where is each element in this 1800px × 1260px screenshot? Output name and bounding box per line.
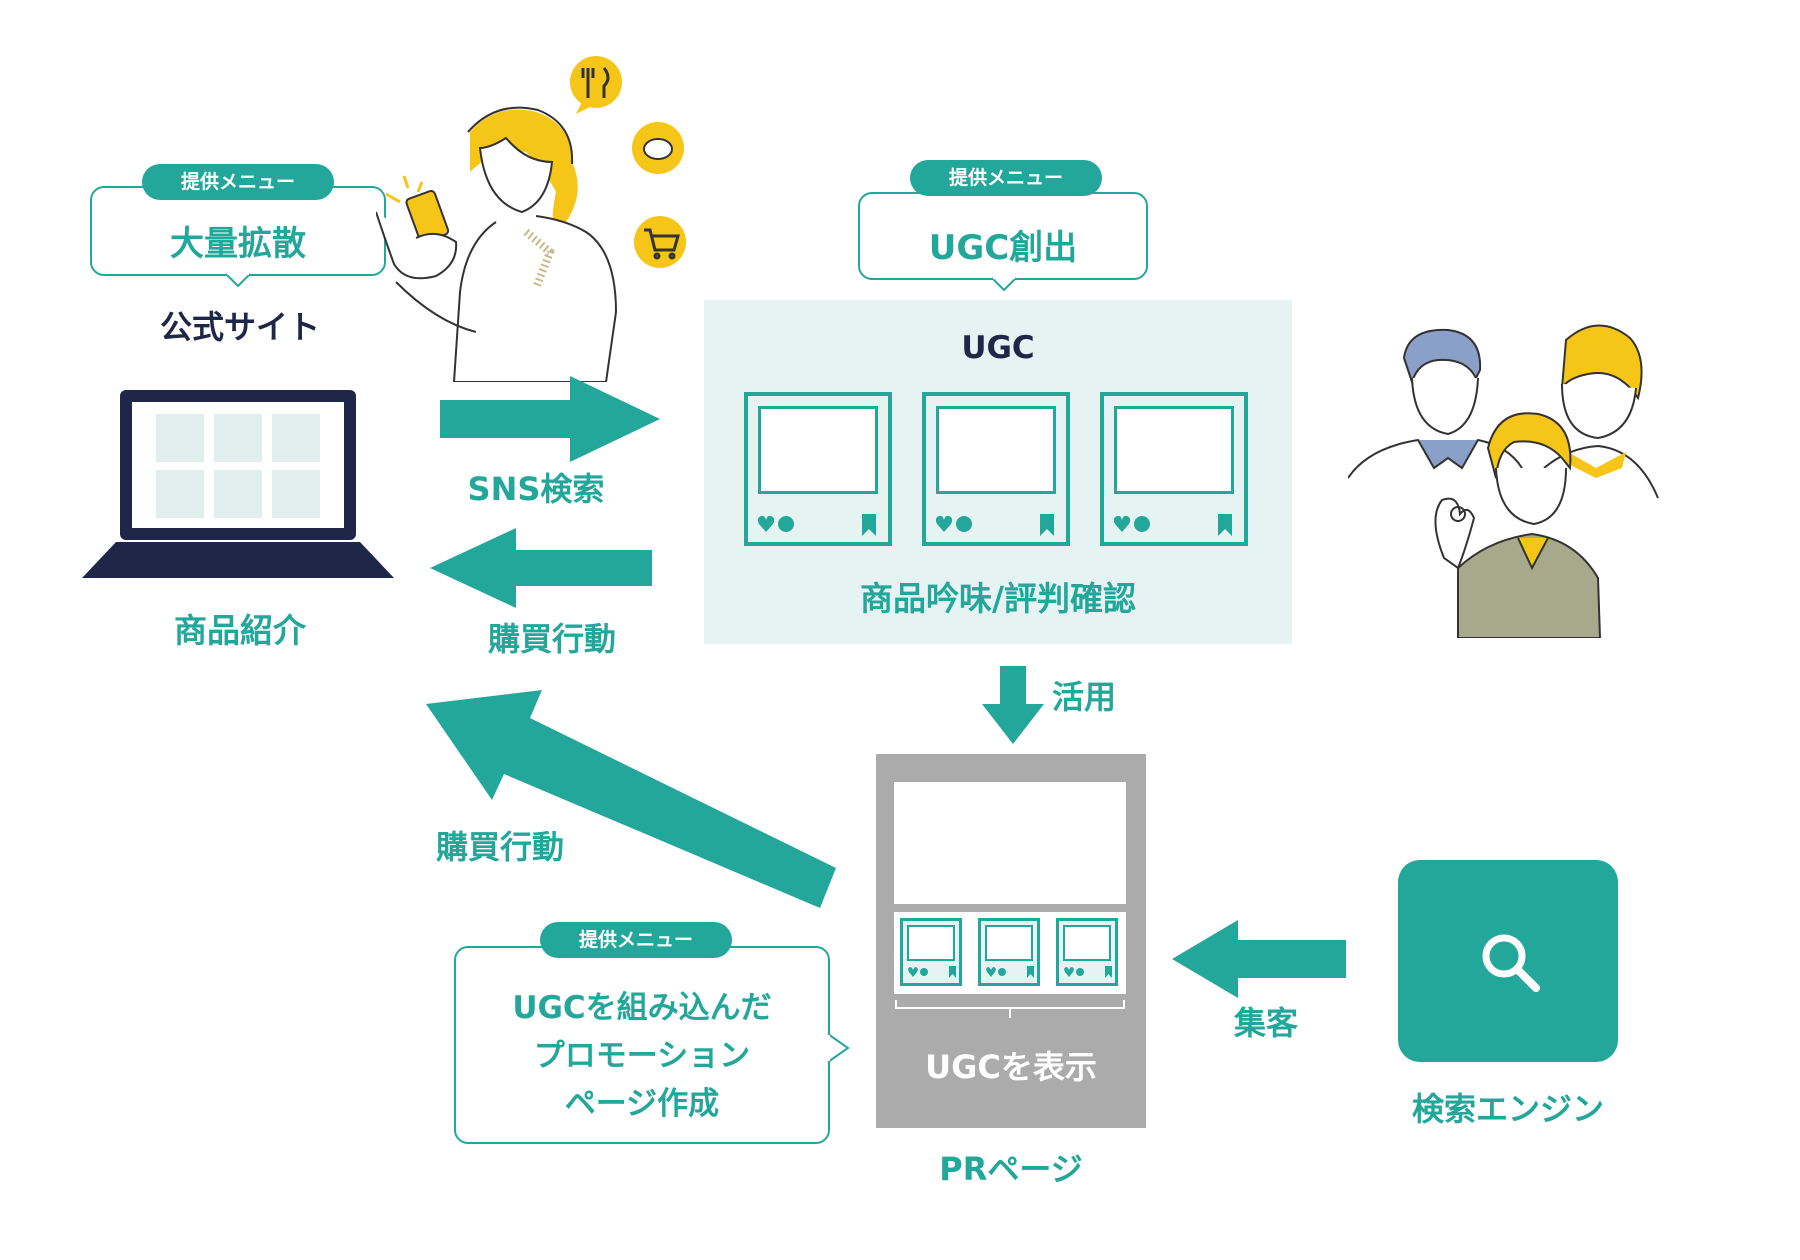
laptop-icon <box>82 390 394 578</box>
comment-icon <box>920 968 928 976</box>
callout-left-tail <box>226 272 250 288</box>
utilize-label: 活用 <box>1052 678 1117 716</box>
comment-icon <box>1076 968 1084 976</box>
callout-top-tail <box>992 276 1016 292</box>
ugc-panel-caption: 商品吟味/評判確認 <box>859 579 1137 618</box>
callout-left-badge: 提供メニュー <box>142 164 334 200</box>
pr-ugc-card-icons <box>908 966 956 978</box>
piggy-bank-icon <box>643 138 673 160</box>
cart-icon <box>644 228 680 260</box>
ugc-card-1 <box>744 392 892 546</box>
heart-icon <box>1113 515 1131 532</box>
heart-icon <box>935 515 953 532</box>
ugc-panel-title: UGC <box>961 330 1035 366</box>
pr-page-mockup: UGCを表示 <box>876 754 1146 1128</box>
bookmark-icon <box>1027 966 1034 978</box>
pr-ugc-card-icons <box>986 966 1034 978</box>
bookmark-icon <box>949 966 956 978</box>
callout-promo-line1: UGCを組み込んだ <box>512 990 772 1026</box>
callout-mass-diffusion-title: 大量拡散 <box>170 224 306 264</box>
arrow-utilize <box>982 666 1044 744</box>
ugc-card-image <box>936 406 1056 494</box>
bookmark-icon <box>1105 966 1112 978</box>
pr-ugc-card-image <box>1063 925 1111 961</box>
callout-top-badge: 提供メニュー <box>910 160 1102 196</box>
pr-ugc-card-image <box>907 925 955 961</box>
comment-icon <box>778 516 794 532</box>
callout-promo-page: UGCを組み込んだ プロモーション ページ作成 <box>454 946 830 1144</box>
people-illustration <box>1348 324 1659 638</box>
ugc-card-icons <box>757 514 876 536</box>
woman-smartphone-illustration <box>376 56 686 382</box>
heart-icon <box>1064 967 1074 977</box>
ugc-card-image <box>758 406 878 494</box>
bookmark-icon <box>1040 514 1054 536</box>
fork-knife-icon <box>581 67 610 98</box>
pr-ugc-card-1 <box>900 918 962 986</box>
pr-ugc-card-image <box>985 925 1033 961</box>
pr-page-hero <box>894 782 1126 904</box>
ugc-card-2 <box>922 392 1070 546</box>
pr-ugc-card-2 <box>978 918 1040 986</box>
bookmark-icon <box>862 514 876 536</box>
heart-icon <box>908 967 918 977</box>
arrow-purchase-1 <box>430 528 652 608</box>
product-intro-label: 商品紹介 <box>174 611 306 650</box>
search-engine-tile[interactable] <box>1398 860 1618 1062</box>
ugc-card-3 <box>1100 392 1248 546</box>
ugc-card-icons <box>1113 514 1232 536</box>
pr-bracket <box>895 1000 1125 1018</box>
callout-promo-line3: ページ作成 <box>564 1086 720 1122</box>
ugc-panel: UGC 商品吟味/評判確認 <box>704 300 1292 644</box>
callout-mass-diffusion: 大量拡散 <box>90 186 386 276</box>
heart-icon <box>986 967 996 977</box>
purchase-label-1: 購買行動 <box>487 620 616 658</box>
pr-ugc-card-3 <box>1056 918 1118 986</box>
callout-ugc-creation: UGC創出 <box>858 192 1148 280</box>
purchase-label-2: 購買行動 <box>435 828 564 866</box>
pr-page-label: PRページ <box>939 1150 1083 1188</box>
heart-icon <box>757 515 775 532</box>
attract-label: 集客 <box>1233 1004 1298 1042</box>
official-site-label: 公式サイト <box>159 308 320 346</box>
callout-bottom-badge: 提供メニュー <box>540 922 732 958</box>
ugc-card-image <box>1114 406 1234 494</box>
callout-bottom-tail <box>826 1034 850 1062</box>
ugc-card-icons <box>935 514 1054 536</box>
pr-display-text: UGCを表示 <box>925 1048 1097 1086</box>
sns-search-label: SNS検索 <box>467 470 605 508</box>
callout-ugc-creation-title: UGC創出 <box>928 228 1078 268</box>
callout-promo-line2: プロモーション <box>533 1038 751 1074</box>
search-engine-label: 検索エンジン <box>1411 1090 1604 1128</box>
arrow-purchase-2 <box>426 690 836 908</box>
bookmark-icon <box>1218 514 1232 536</box>
arrow-attract <box>1172 920 1346 998</box>
comment-icon <box>998 968 1006 976</box>
comment-icon <box>1134 516 1150 532</box>
pr-ugc-card-icons <box>1064 966 1112 978</box>
magnifier-icon <box>1482 934 1540 992</box>
comment-icon <box>956 516 972 532</box>
arrow-sns-search <box>440 376 660 462</box>
